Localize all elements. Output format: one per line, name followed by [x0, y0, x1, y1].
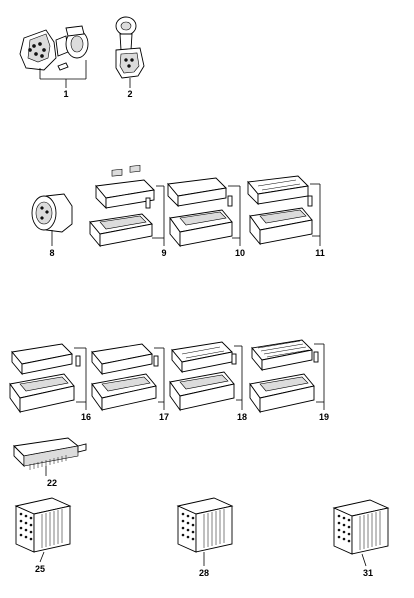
callout-25: 25 [35, 564, 45, 574]
callout-18: 18 [237, 412, 247, 422]
callout-11: 11 [315, 248, 325, 258]
part-2-round-connector-pair [115, 16, 145, 88]
callout-9: 9 [161, 248, 166, 258]
callout-19: 19 [319, 412, 329, 422]
callout-28: 28 [199, 568, 209, 578]
callout-2: 2 [127, 89, 132, 99]
part-25-terminal-block [14, 497, 72, 563]
part-28-terminal-block [176, 497, 234, 566]
callout-10: 10 [235, 248, 245, 258]
part-9-connector-housing-set [89, 164, 165, 248]
part-10-connector-housing-set [167, 177, 241, 248]
part-22-flat-connector-strip [13, 437, 87, 476]
part-18-connector-housing-set [169, 341, 243, 412]
part-16-connector-housing-set [9, 343, 87, 414]
part-11-connector-housing-set [247, 175, 321, 246]
callout-16: 16 [81, 412, 91, 422]
callout-31: 31 [363, 568, 373, 578]
part-1-round-connector [19, 25, 89, 88]
callout-17: 17 [159, 412, 169, 422]
part-19-connector-housing-set [249, 339, 325, 414]
callout-22: 22 [47, 478, 57, 488]
part-17-connector-housing-set [91, 343, 165, 412]
callout-1: 1 [63, 89, 68, 99]
callout-8: 8 [49, 248, 54, 258]
part-31-terminal-block [332, 499, 390, 567]
part-8-cylindrical-connector [31, 193, 73, 246]
